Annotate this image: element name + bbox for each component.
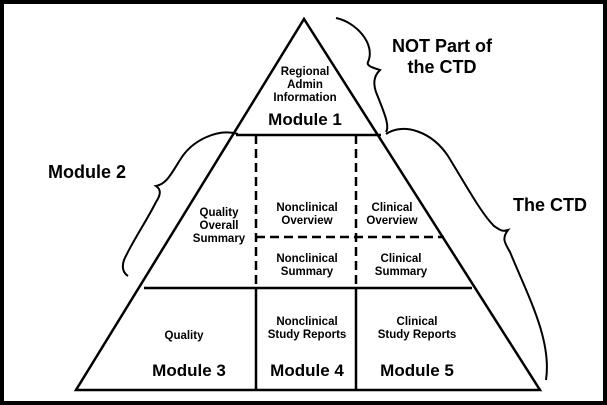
module4-title: Module 4	[270, 361, 344, 380]
clinical-overview: Clinical Overview	[366, 202, 418, 228]
pyramid-outline	[73, 16, 543, 392]
brace-not-part	[335, 17, 389, 133]
annotation-not-part-of-ctd: NOT Part of the CTD	[392, 36, 493, 77]
module4-content: Nonclinical Study Reports	[267, 316, 347, 342]
clinical-summary: Clinical Summary	[374, 253, 428, 279]
nonclinical-overview: Nonclinical Overview	[276, 202, 338, 228]
brace-the-ctd	[385, 128, 548, 381]
annotation-module2: Module 2	[48, 162, 127, 182]
annotation-the-ctd: The CTD	[513, 195, 587, 215]
brace-module2	[121, 131, 239, 277]
pyramid-graphic	[73, 16, 548, 392]
module1-content: Regional Admin Information	[273, 66, 337, 105]
quality-overall-summary: Quality Overall Summary	[192, 207, 246, 246]
nonclinical-summary: Nonclinical Summary	[276, 253, 338, 279]
module1-title: Module 1	[268, 110, 342, 129]
module3-title: Module 3	[152, 361, 226, 380]
module5-title: Module 5	[380, 361, 454, 380]
module3-content: Quality	[164, 330, 204, 342]
module5-content: Clinical Study Reports	[377, 316, 457, 342]
